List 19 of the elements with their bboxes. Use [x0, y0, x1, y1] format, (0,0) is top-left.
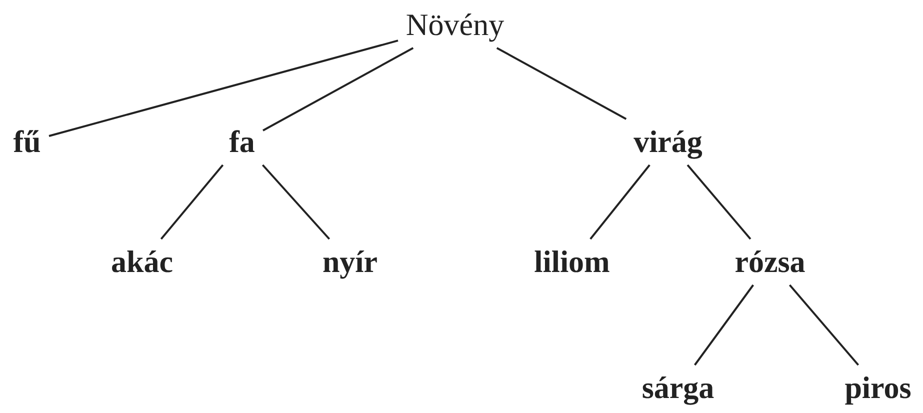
tree-label: sárga: [642, 370, 714, 405]
tree-line: [590, 164, 650, 240]
tree-line: [496, 47, 627, 120]
tree-label: fű: [13, 124, 41, 159]
tree-line: [48, 40, 398, 137]
tree-label: rózsa: [734, 244, 806, 279]
tree-line: [694, 284, 754, 366]
tree-label: fa: [229, 124, 255, 159]
tree-line: [160, 164, 224, 240]
tree-line: [262, 164, 330, 240]
tree-label: akác: [111, 244, 173, 279]
tree-line: [686, 164, 752, 240]
tree-label: Növény: [406, 6, 504, 42]
tree-label: virág: [634, 124, 702, 159]
tree-line: [262, 47, 414, 132]
tree-line: [788, 284, 860, 366]
tree-label: piros: [844, 370, 912, 405]
tree-label: liliom: [534, 244, 610, 279]
tree-label: nyír: [322, 244, 378, 279]
